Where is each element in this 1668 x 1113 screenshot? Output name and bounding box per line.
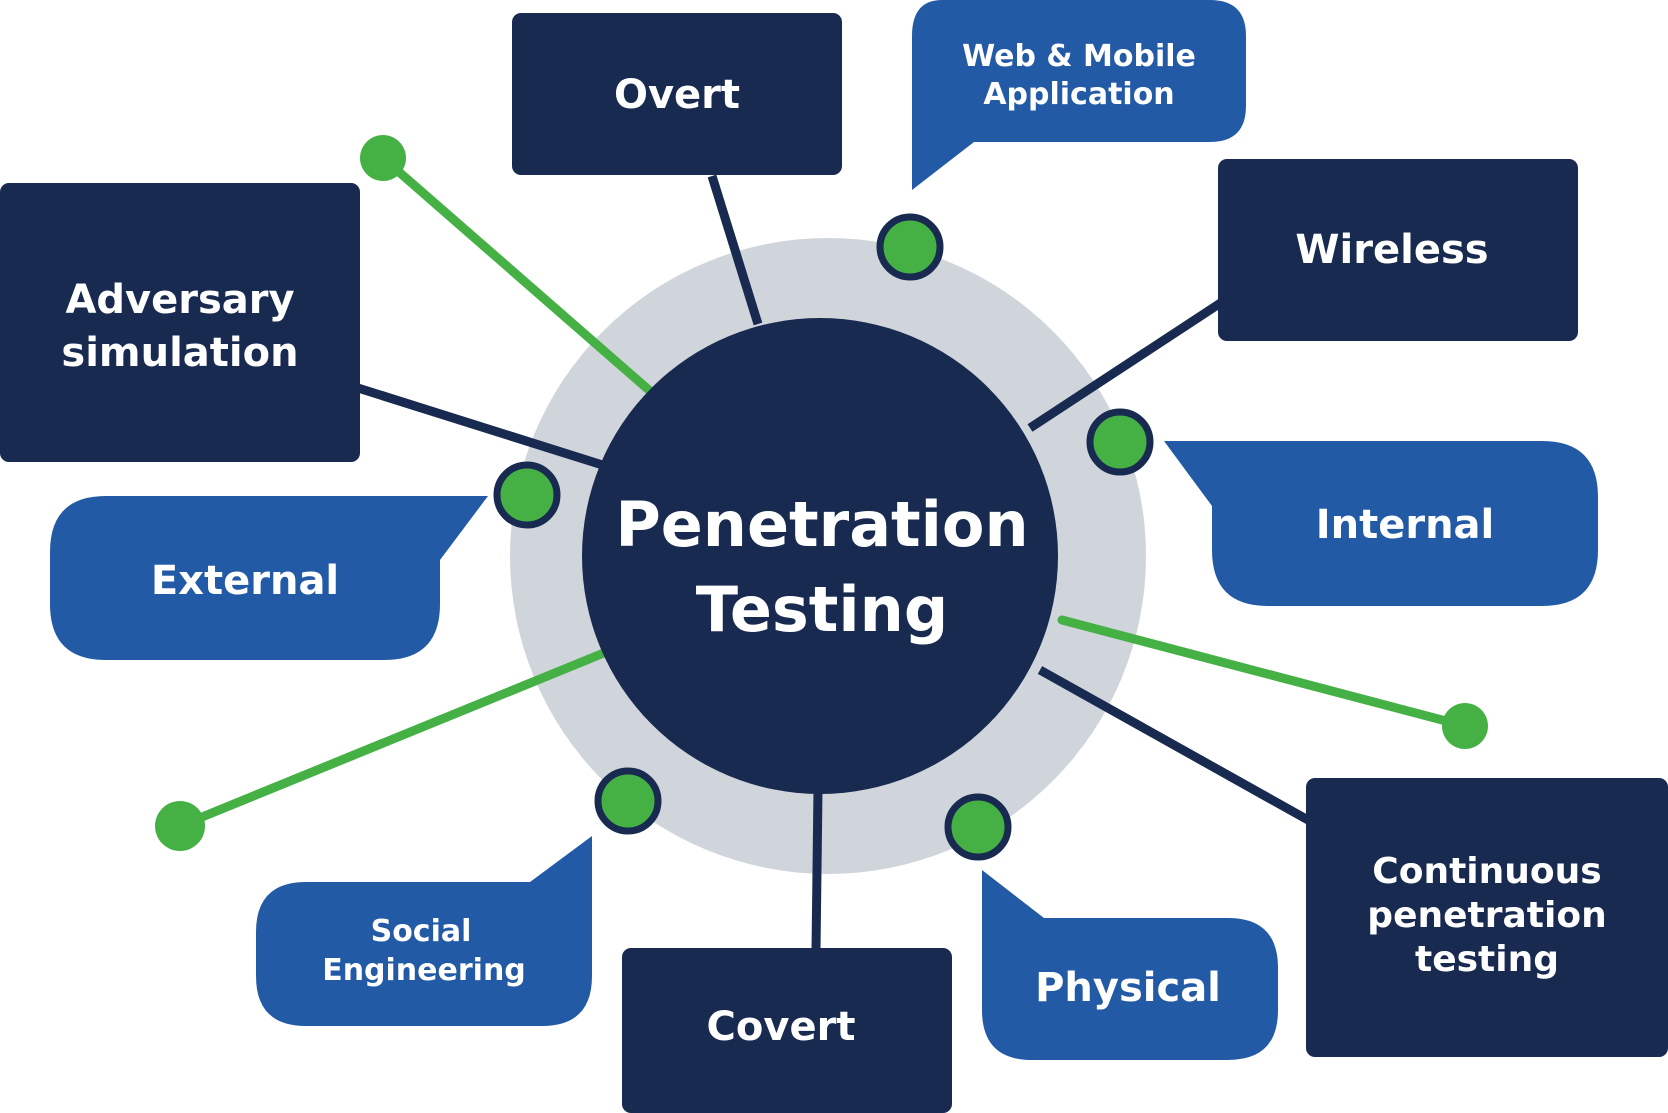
label-wireless: Wireless	[1295, 227, 1488, 273]
bubble-internal: Internal	[1164, 441, 1598, 606]
label-adversary-line1: Adversary	[65, 277, 294, 323]
connector-adversary	[356, 383, 614, 473]
green-line-right	[1057, 615, 1470, 731]
bubble-external-shape	[50, 496, 488, 660]
node-marker-physical	[944, 793, 1012, 861]
label-adversary-line2: simulation	[61, 330, 298, 376]
green-line-bottom-left	[175, 643, 621, 831]
center-circle	[582, 318, 1058, 794]
center-title-line2: Testing	[696, 573, 948, 646]
connector-overt	[707, 174, 763, 326]
navy-connectors	[356, 174, 1311, 951]
bubble-web-mobile-application: Web & Mobile Application	[912, 0, 1246, 190]
label-overt: Overt	[614, 72, 740, 118]
green-end-dot-bottom-left	[155, 801, 205, 851]
green-end-dot-right	[1442, 703, 1488, 749]
label-physical: Physical	[1035, 965, 1221, 1011]
label-external: External	[151, 558, 339, 604]
center-title-line1: Penetration	[615, 488, 1028, 561]
node-marker-web-mobile	[876, 213, 944, 281]
connector-wireless	[1027, 298, 1225, 432]
node-markers	[493, 213, 1154, 861]
node-marker-internal	[1086, 408, 1154, 476]
green-connectors	[175, 153, 1470, 831]
label-continuous-line2: penetration	[1367, 895, 1606, 936]
label-social-line2: Engineering	[322, 953, 526, 988]
green-line-top-left	[378, 153, 663, 403]
bubble-social-shape	[256, 836, 592, 1026]
bubble-social-engineering: Social Engineering	[256, 836, 592, 1026]
box-overt	[512, 13, 842, 175]
bubble-web-mobile-shape	[912, 0, 1246, 190]
label-web-mobile-line1: Web & Mobile	[962, 39, 1196, 74]
label-continuous-line3: testing	[1415, 939, 1559, 980]
connector-covert	[811, 789, 823, 951]
bubble-physical-shape	[982, 870, 1278, 1060]
green-end-dot-top-left	[360, 135, 406, 181]
node-marker-social	[594, 767, 662, 835]
label-internal: Internal	[1316, 502, 1495, 548]
label-covert: Covert	[707, 1004, 856, 1050]
connector-continuous	[1037, 666, 1311, 824]
node-marker-external	[493, 461, 561, 529]
box-adversary-simulation	[0, 183, 360, 462]
bubble-physical: Physical	[982, 870, 1278, 1060]
box-covert	[622, 948, 952, 1113]
label-continuous-line1: Continuous	[1372, 851, 1601, 892]
label-social-line1: Social	[371, 914, 472, 949]
bubble-internal-shape	[1164, 441, 1598, 606]
box-wireless	[1218, 159, 1578, 341]
label-web-mobile-line2: Application	[983, 77, 1174, 112]
box-continuous-penetration-testing	[1306, 778, 1668, 1057]
bubble-external: External	[50, 496, 488, 660]
